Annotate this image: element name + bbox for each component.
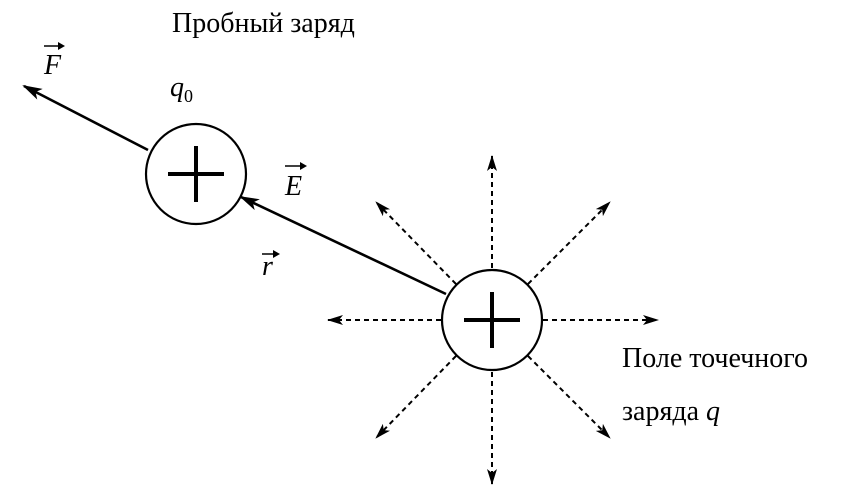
vector-arrow-icon <box>285 162 307 170</box>
field-line-down-left <box>375 355 457 439</box>
radius-vector-label: r <box>262 250 280 282</box>
svg-text:F: F <box>43 50 62 81</box>
force-vector-arrow <box>22 84 149 152</box>
field-line-up-left <box>375 201 457 285</box>
field-vector-arrow <box>239 195 447 296</box>
source-charge <box>440 268 544 372</box>
test-charge <box>144 122 248 226</box>
source-field-label-line2: заряда q <box>622 396 720 427</box>
force-vector-label: F <box>43 42 65 81</box>
field-lines <box>327 155 659 485</box>
source-field-label-line1: Поле точечного <box>622 343 808 374</box>
svg-text:E: E <box>284 171 302 202</box>
svg-text:r: r <box>262 251 273 282</box>
vector-arrow-icon <box>262 250 280 258</box>
vector-arrow-icon <box>44 42 65 50</box>
field-line-down-right <box>527 355 611 439</box>
test-charge-title: Пробный заряд <box>172 8 355 39</box>
field-line-up-right <box>527 201 611 285</box>
field-vector-label: E <box>284 162 307 202</box>
test-charge-symbol: q0 <box>170 72 193 106</box>
plus-icon <box>168 146 224 202</box>
plus-icon <box>464 292 520 348</box>
